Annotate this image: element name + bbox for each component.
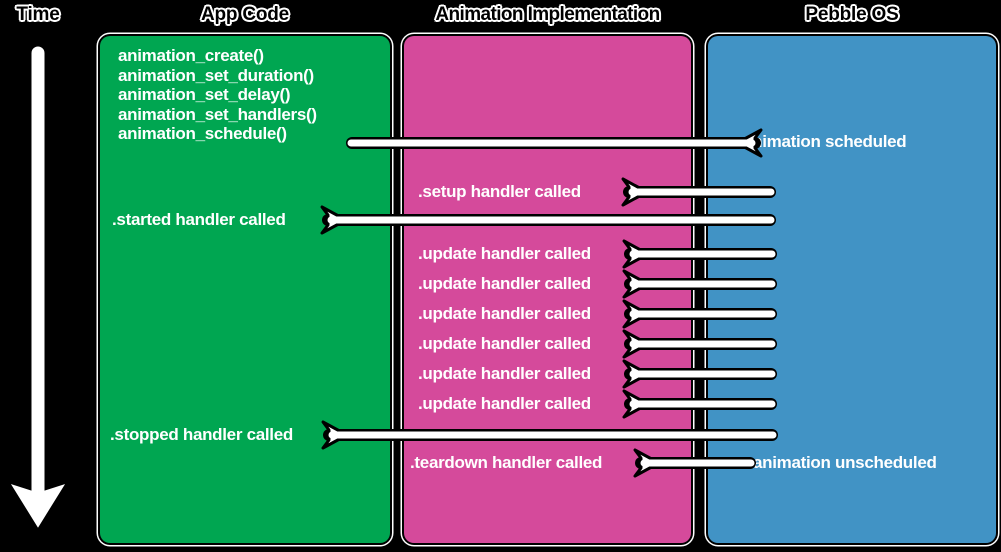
animation-scheduled-label: animation scheduled xyxy=(743,132,907,151)
animation-implementation-header: Animation Implementation xyxy=(435,4,660,25)
app-code-box xyxy=(100,36,390,543)
update-handler-label-5: .update handler called xyxy=(418,364,591,383)
app-code-header: App Code xyxy=(200,4,290,25)
stopped-handler-label: .stopped handler called xyxy=(110,425,293,444)
setup-handler-label: .setup handler called xyxy=(418,182,581,201)
update-handler-label-3: .update handler called xyxy=(418,304,591,323)
update-handler-label-2: .update handler called xyxy=(418,274,591,293)
update-handler-label-4: .update handler called xyxy=(418,334,591,353)
animation-unscheduled-label: animation unscheduled xyxy=(753,453,937,472)
update-handler-label-6: .update handler called xyxy=(418,394,591,413)
teardown-handler-label: .teardown handler called xyxy=(410,453,603,472)
app-code-function-list: animation_create() animation_set_duratio… xyxy=(118,46,317,144)
update-handler-label-1: .update handler called xyxy=(418,244,591,263)
time-arrow xyxy=(5,42,71,533)
time-header: Time xyxy=(16,4,60,25)
pebble-os-header: Pebble OS xyxy=(805,4,899,25)
started-handler-label: .started handler called xyxy=(112,210,286,229)
